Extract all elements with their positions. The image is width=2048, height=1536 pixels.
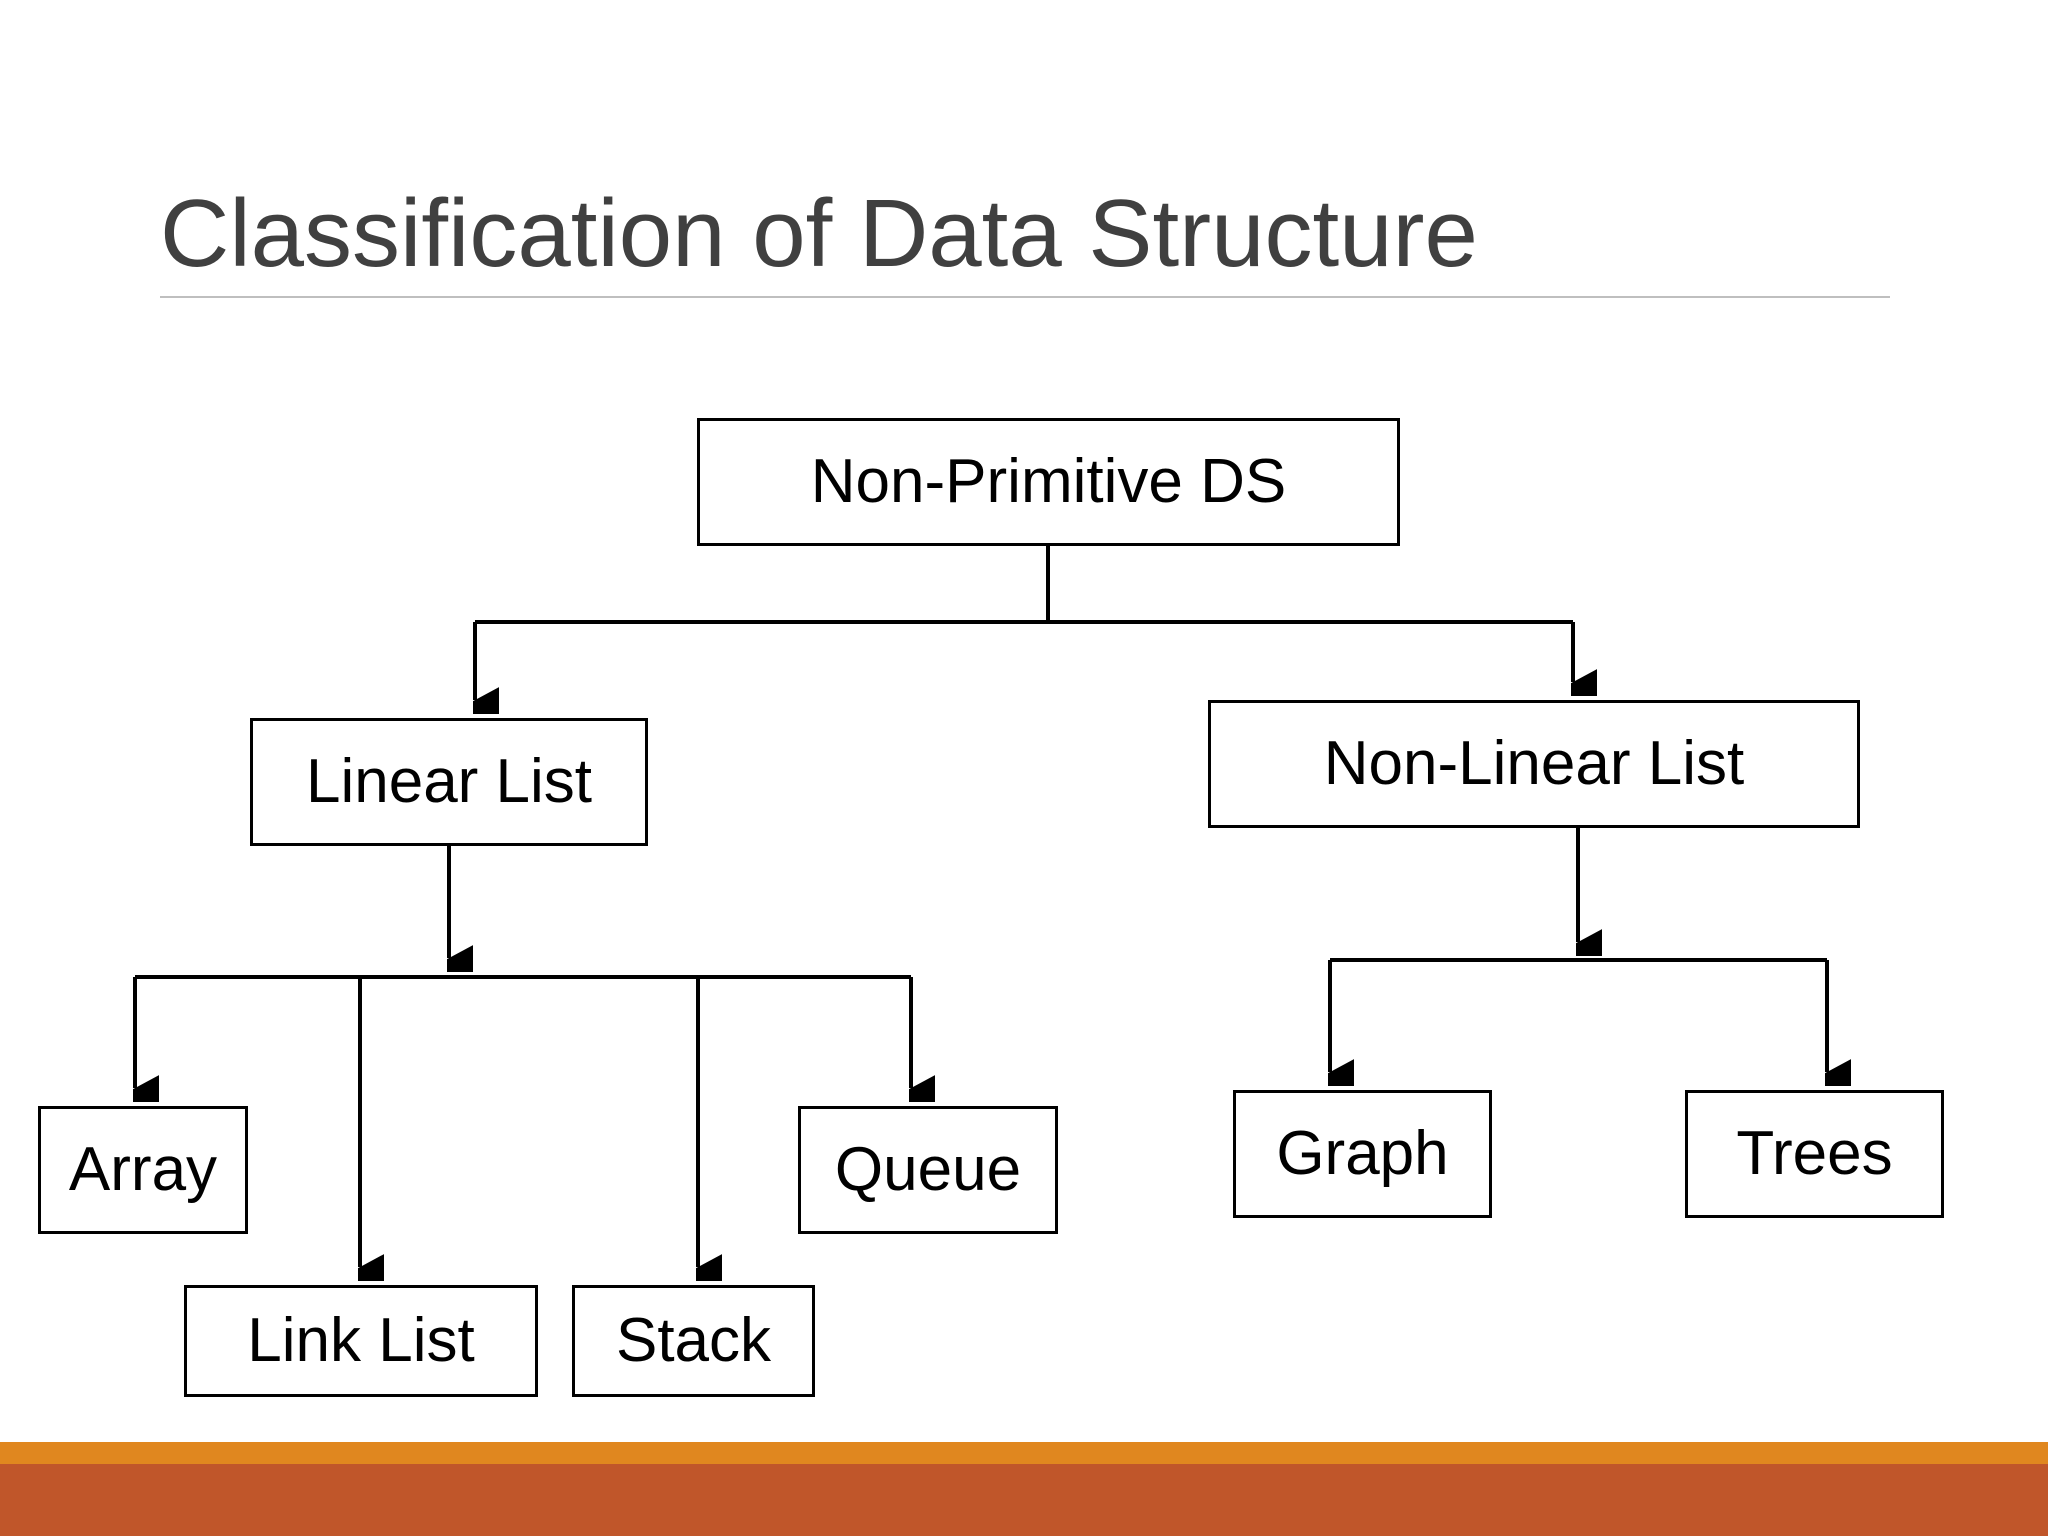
page-title: Classification of Data Structure xyxy=(160,180,1478,287)
node-link-list[interactable]: Link List xyxy=(184,1285,538,1397)
node-label: Trees xyxy=(1736,1119,1893,1188)
node-label: Linear List xyxy=(305,747,593,816)
node-non-primitive-ds[interactable]: Non-Primitive DS xyxy=(697,418,1400,546)
footer-accent-bar-light xyxy=(0,1442,2048,1464)
node-label: Graph xyxy=(1276,1119,1449,1188)
title-divider xyxy=(160,296,1890,298)
tree-connector-layer xyxy=(133,546,2048,1460)
node-queue[interactable]: Queue xyxy=(798,1106,1058,1234)
node-trees[interactable]: Trees xyxy=(1685,1090,1944,1218)
node-non-linear-list[interactable]: Non-Linear List xyxy=(1208,700,1860,828)
classification-tree-diagram: Non-Primitive DS Linear List Non-Linear … xyxy=(38,418,2048,1460)
node-label: Non-Linear List xyxy=(1323,729,1745,798)
node-label: Non-Primitive DS xyxy=(810,447,1287,516)
node-linear-list[interactable]: Linear List xyxy=(250,718,648,846)
title-block: Classification of Data Structure xyxy=(160,186,1890,282)
edge-root-to-level1 xyxy=(473,546,1573,700)
node-label: Link List xyxy=(247,1306,475,1375)
node-label: Queue xyxy=(834,1135,1022,1204)
footer-accent-bar-dark xyxy=(0,1464,2048,1536)
edge-nonlinear-to-children xyxy=(1328,828,1827,1072)
edge-linear-to-children xyxy=(133,846,911,1267)
node-graph[interactable]: Graph xyxy=(1233,1090,1492,1218)
node-label: Array xyxy=(68,1135,218,1204)
node-array[interactable]: Array xyxy=(38,1106,248,1234)
node-stack[interactable]: Stack xyxy=(572,1285,815,1397)
node-label: Stack xyxy=(615,1306,772,1375)
